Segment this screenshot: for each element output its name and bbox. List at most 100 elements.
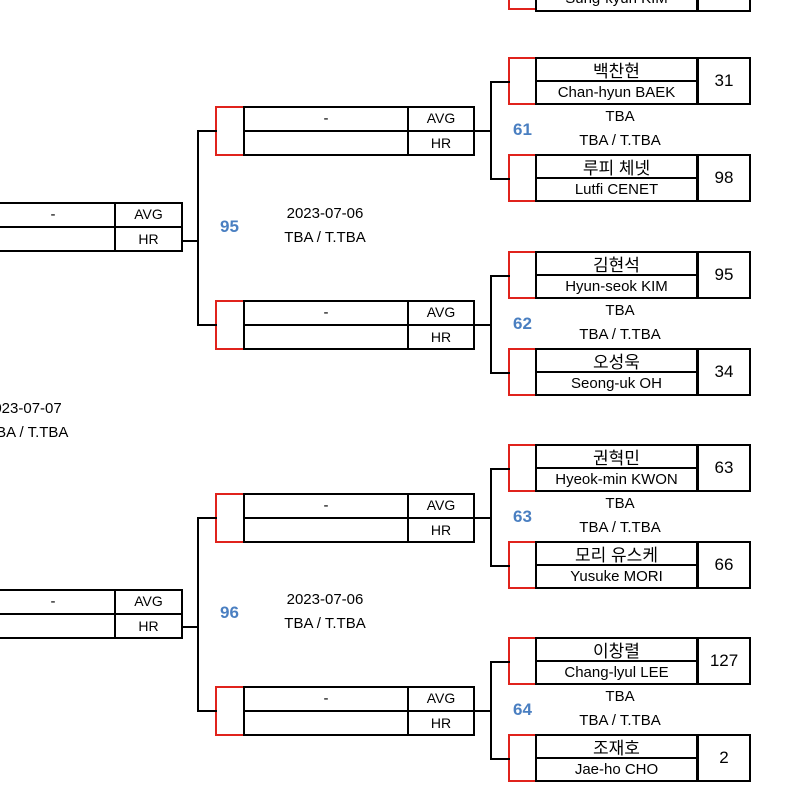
connector-line (197, 517, 199, 712)
red-marker (215, 541, 245, 543)
seed-number: 98 (714, 168, 734, 187)
player-name-en: Chang-lyul LEE (564, 664, 669, 681)
player-name-ko: 이창렬 (593, 641, 640, 661)
game-number: 62 (513, 314, 532, 333)
seed-number: 63 (714, 458, 734, 477)
red-marker (508, 444, 536, 446)
row-divider (243, 130, 475, 132)
player-name-en: Hyeok-min KWON (555, 471, 678, 488)
seed-box (697, 444, 751, 492)
connector-line (490, 758, 510, 760)
player-name-ko: 모리 유스케 (575, 545, 658, 565)
game-time: TBA (605, 495, 635, 512)
seed-number: 127 (709, 651, 739, 670)
red-marker (215, 300, 245, 302)
final-venue: TBA / T.TBA (0, 424, 69, 441)
red-marker (508, 154, 536, 156)
col-divider (407, 300, 409, 350)
name-divider (535, 564, 698, 566)
player-name-en: Seong-uk OH (571, 375, 662, 392)
player-name-ko: 백찬현 (593, 61, 640, 81)
player-name-ko: 루피 체넷 (582, 158, 651, 178)
avg-label: AVG (426, 497, 456, 513)
game-number: 63 (513, 507, 532, 526)
hr-label: HR (430, 522, 452, 538)
seed-number: 34 (714, 362, 734, 381)
player-name-ko: 김현석 (593, 255, 640, 275)
red-marker (215, 106, 245, 108)
name-divider (535, 467, 698, 469)
red-marker (215, 154, 245, 156)
connector-line (197, 130, 199, 326)
player-name-ko: 조재호 (593, 738, 640, 758)
hr-label: HR (430, 715, 452, 731)
match-player: - (323, 689, 329, 707)
name-divider (535, 371, 698, 373)
name-divider (535, 177, 698, 179)
red-marker (215, 348, 245, 350)
connector-line (490, 661, 510, 663)
match-link-line (182, 626, 199, 628)
red-marker (508, 394, 536, 396)
left-match-player: - (50, 205, 56, 223)
connector-line (490, 372, 510, 374)
player-name-en: Yusuke MORI (570, 568, 663, 585)
col-divider (407, 493, 409, 543)
col-divider (407, 686, 409, 736)
red-marker (508, 200, 536, 202)
game-venue: TBA / T.TBA (579, 132, 661, 149)
red-marker (215, 493, 245, 495)
row-divider (243, 710, 475, 712)
semi-game-number: 95 (220, 217, 239, 236)
red-marker (508, 251, 536, 253)
seed-number: 2 (719, 748, 729, 767)
red-marker (508, 297, 536, 299)
player-name-en: Lutfi CENET (574, 181, 659, 198)
match-link-line (474, 517, 492, 519)
avg-label: AVG (426, 304, 456, 320)
game-venue: TBA / T.TBA (579, 326, 661, 343)
avg-label: AVG (134, 206, 163, 222)
red-marker (215, 734, 245, 736)
match-link-line (474, 130, 492, 132)
row-divider (0, 613, 183, 615)
semi-game-number: 96 (220, 603, 239, 622)
avg-label: AVG (426, 690, 456, 706)
seed-number: 31 (714, 71, 734, 90)
game-venue: TBA / T.TBA (579, 712, 661, 729)
connector-line (490, 178, 510, 180)
semi-venue: TBA / T.TBA (284, 229, 366, 246)
name-divider (535, 660, 698, 662)
seed-box (697, 251, 751, 299)
seed-box (697, 348, 751, 396)
player-name-en-partial: Sung-kyun KIM (537, 0, 696, 8)
seed-box (697, 541, 751, 589)
row-divider (243, 517, 475, 519)
red-marker (508, 8, 536, 10)
red-marker (508, 683, 536, 685)
red-marker (508, 587, 536, 589)
col-divider (114, 589, 116, 639)
red-marker (215, 686, 245, 688)
red-marker (508, 0, 510, 10)
match-player: - (323, 496, 329, 514)
connector-line (490, 565, 510, 567)
hr-label: HR (430, 329, 452, 345)
game-venue: TBA / T.TBA (579, 519, 661, 536)
player-name-en: Chan-hyun BAEK (557, 84, 676, 101)
seed-box (697, 637, 751, 685)
red-marker (508, 734, 536, 736)
match-link-line (182, 240, 199, 242)
player-name-ko: 권혁민 (593, 448, 640, 468)
red-marker (508, 541, 536, 543)
player-name-en: Hyun-seok KIM (565, 278, 668, 295)
col-divider (114, 202, 116, 252)
player-name-en: Jae-ho CHO (574, 761, 659, 778)
avg-label: AVG (134, 593, 163, 609)
connector-line (197, 517, 217, 519)
name-divider (535, 757, 698, 759)
red-marker (508, 57, 536, 59)
match-link-line (474, 324, 492, 326)
red-marker (508, 490, 536, 492)
final-date: 2023-07-07 (0, 400, 62, 417)
